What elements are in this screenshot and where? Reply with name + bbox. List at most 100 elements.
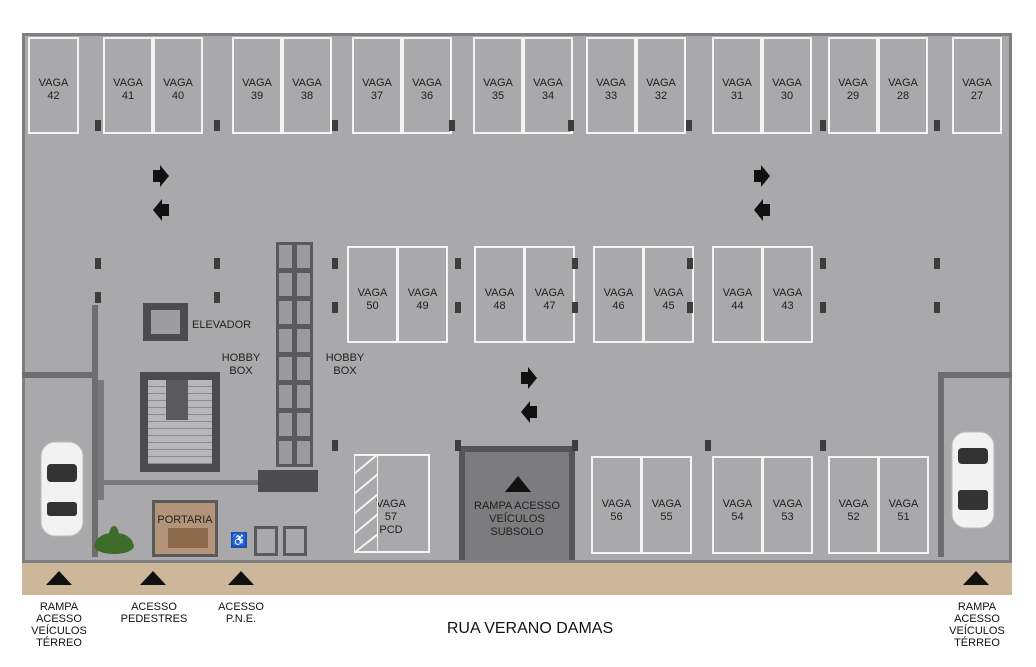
slot-label: VAGA (362, 77, 392, 89)
slot-number: 46 (612, 300, 625, 312)
slot-label: VAGA (113, 77, 143, 89)
car-icon (40, 441, 84, 537)
slot-number: 57 (384, 511, 398, 523)
slot-label: VAGA (292, 77, 322, 89)
pillar (820, 258, 826, 269)
slot-number: 31 (730, 90, 744, 102)
locker-2 (283, 526, 307, 556)
slot-number: 39 (250, 90, 264, 102)
slot-label: VAGA (357, 287, 388, 299)
slot-number: 29 (846, 90, 860, 102)
pillar (820, 440, 826, 451)
slot-label: VAGA (653, 287, 684, 299)
up-arrow-icon (505, 476, 531, 492)
hobby-box-cell (276, 354, 295, 383)
slot-label: VAGA (888, 498, 919, 510)
right-corridor-wall (938, 372, 1012, 378)
slot-label: VAGA (722, 77, 752, 89)
pillar (332, 440, 338, 451)
hobby-box-cell (294, 382, 313, 411)
locker-1 (254, 526, 278, 556)
portaria-label: PORTARIA (157, 514, 213, 526)
stair-core (166, 380, 188, 420)
slot-number: 32 (654, 90, 668, 102)
hobby-base (258, 470, 318, 492)
slot-number: 49 (416, 300, 429, 312)
pillar (455, 440, 461, 451)
slot-label: VAGA (484, 287, 515, 299)
elevator-label: ELEVADOR (192, 319, 252, 331)
pillar (572, 302, 578, 313)
slot-label: VAGA (596, 77, 626, 89)
slot-label: VAGA (646, 77, 676, 89)
hobby-wall (98, 480, 318, 485)
direction-arrow-icon (153, 165, 169, 187)
slot-label: VAGA (534, 287, 565, 299)
slot-number: 52 (847, 511, 860, 523)
slot-number: 35 (491, 90, 505, 102)
slot-label: VAGA (533, 77, 563, 89)
slot-number: 37 (370, 90, 384, 102)
slot-number: 51 (897, 511, 910, 523)
slot-number: 42 (47, 90, 60, 102)
direction-arrow-icon (754, 199, 770, 221)
slot-label: VAGA (838, 77, 868, 89)
pillar (568, 120, 574, 131)
slot-label: VAGA (772, 498, 803, 510)
pillar (332, 120, 338, 131)
pillar (934, 258, 940, 269)
slot-number: 48 (493, 300, 506, 312)
slot-number: 38 (300, 90, 314, 102)
slot-number: 44 (731, 300, 744, 312)
pillar (95, 292, 101, 303)
hobby-box-cell (294, 354, 313, 383)
slot-number: 33 (604, 90, 618, 102)
plant-icon (94, 526, 134, 554)
pillar (820, 302, 826, 313)
slot-label: VAGA (483, 77, 513, 89)
slot-label: VAGA (962, 77, 992, 89)
hobby-box-cell (276, 242, 295, 271)
slot-pcd-label: PCD (379, 524, 403, 536)
pillar (687, 258, 693, 269)
direction-arrow-icon (153, 199, 169, 221)
left-corridor-wall (22, 372, 98, 378)
hobby-box-cell (294, 298, 313, 327)
slot-number: 50 (366, 300, 379, 312)
pillar (820, 120, 826, 131)
parking-slot-pcd[interactable]: VAGA 57 PCD (354, 454, 430, 553)
